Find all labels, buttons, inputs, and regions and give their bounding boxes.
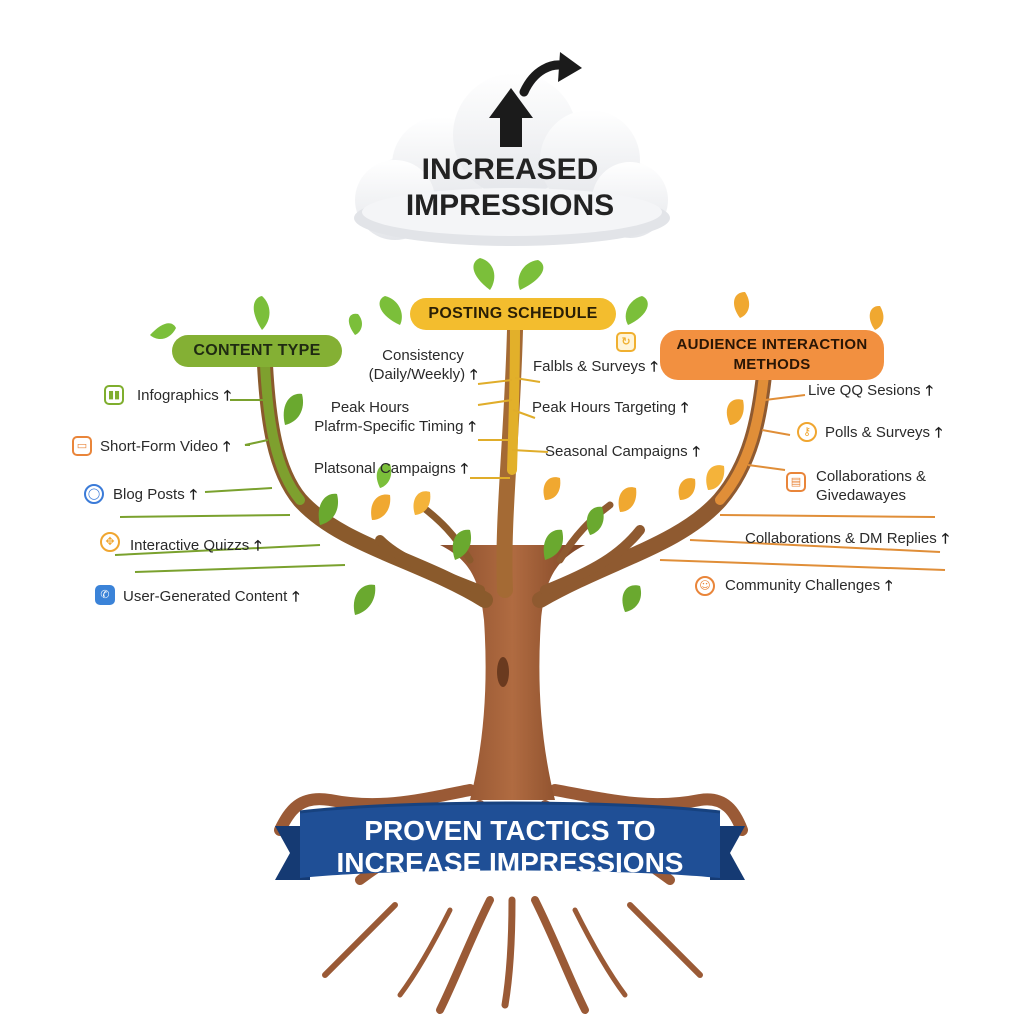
- up-arrow-icon: 🡑: [692, 443, 700, 459]
- title-line-1: INCREASED: [421, 153, 599, 186]
- item-blog-posts: Blog Posts🡑: [113, 486, 197, 503]
- item-peak-hours-targeting: Peak Hours Targeting🡑: [532, 399, 689, 416]
- category-audience-label-2: METHODS: [733, 356, 811, 373]
- category-audience-label-1: AUDIENCE INTERACTION: [676, 336, 868, 353]
- curved-arrow-icon: [519, 52, 582, 97]
- bar-chart-icon: ▮▮: [104, 385, 124, 405]
- up-arrow-icon: 🡑: [254, 537, 262, 553]
- blog-icon: ◯: [84, 484, 104, 504]
- item-community-challenges: Community Challenges🡑: [725, 577, 893, 594]
- item-interactive-quizzs: Interactive Quizzs🡑: [130, 537, 262, 554]
- category-content-type-label: CONTENT TYPE: [193, 342, 321, 359]
- collab-icon: ▤: [786, 472, 806, 492]
- up-arrow-icon: 🡑: [460, 460, 469, 476]
- item-consistency: Consistency (Daily/Weekly)🡑: [368, 347, 478, 383]
- posting-schedule-lines: [470, 377, 549, 479]
- banner-title: PROVEN TACTICS TO INCREASE IMPRESSIONS: [320, 815, 700, 879]
- title-line-2: IMPRESSIONS: [405, 189, 615, 222]
- item-live-qq-sesions: Live QQ Sesions🡑: [808, 382, 933, 399]
- leaves: [150, 258, 884, 615]
- item-peak-hours: Peak Hours Plafrm-Specific Timing🡑: [314, 399, 476, 435]
- up-arrow-icon: 🡑: [223, 438, 231, 454]
- up-arrow-icon: 🡑: [885, 577, 893, 593]
- audience-lines: [659, 394, 946, 571]
- item-collaborations-givedawayes: Collaborations & Givedawayes: [816, 468, 927, 504]
- item-seasonal-campaigns: Seasonal Campaigns🡑: [545, 443, 700, 460]
- category-posting-schedule: POSTING SCHEDULE: [410, 298, 616, 330]
- item-short-form-video: Short-Form Video🡑: [100, 438, 231, 455]
- video-icon: ▭: [72, 436, 92, 456]
- item-infographics: Infographics🡑: [137, 387, 231, 404]
- quiz-icon: ✥: [100, 532, 120, 552]
- up-arrow-icon: [489, 88, 533, 147]
- cloud: [354, 73, 670, 246]
- up-arrow-icon: 🡑: [468, 418, 476, 434]
- item-collaborations-dm-replies: Collaborations & DM Replies🡑: [745, 530, 950, 547]
- community-icon: ☺: [695, 576, 715, 596]
- up-arrow-icon: 🡑: [292, 588, 300, 604]
- item-user-generated-content: User-Generated Content🡑: [123, 588, 300, 605]
- phone-icon: ✆: [95, 585, 115, 605]
- key-icon: ⚷: [797, 422, 817, 442]
- up-arrow-icon: 🡑: [223, 387, 231, 403]
- page-title: INCREASED IMPRESSIONS: [350, 152, 670, 224]
- tree-trunk: [440, 545, 585, 800]
- refresh-icon: ↻: [616, 332, 636, 352]
- banner-line-1: PROVEN TACTICS TO: [364, 815, 656, 846]
- item-polls-surveys: Polls & Surveys🡑: [825, 424, 943, 441]
- branches: [257, 322, 773, 608]
- category-content-type: CONTENT TYPE: [172, 335, 342, 367]
- up-arrow-icon: 🡑: [941, 530, 950, 546]
- item-platsonal-campaigns: Platsonal Campaigns🡑: [314, 460, 469, 477]
- banner-line-2: INCREASE IMPRESSIONS: [336, 847, 684, 878]
- up-arrow-icon: 🡑: [925, 382, 933, 398]
- category-audience-interaction: AUDIENCE INTERACTION METHODS: [660, 330, 884, 380]
- banner: [275, 801, 745, 880]
- up-arrow-icon: 🡑: [935, 424, 943, 440]
- content-type-lines: [114, 399, 346, 573]
- item-falbls-surveys: Falbls & Surveys🡑: [533, 358, 658, 375]
- up-arrow-icon: 🡑: [680, 399, 689, 415]
- up-arrow-icon: 🡑: [650, 358, 658, 374]
- up-arrow-icon: 🡑: [470, 366, 478, 382]
- up-arrow-icon: 🡑: [189, 486, 197, 502]
- category-posting-schedule-label: POSTING SCHEDULE: [428, 305, 598, 322]
